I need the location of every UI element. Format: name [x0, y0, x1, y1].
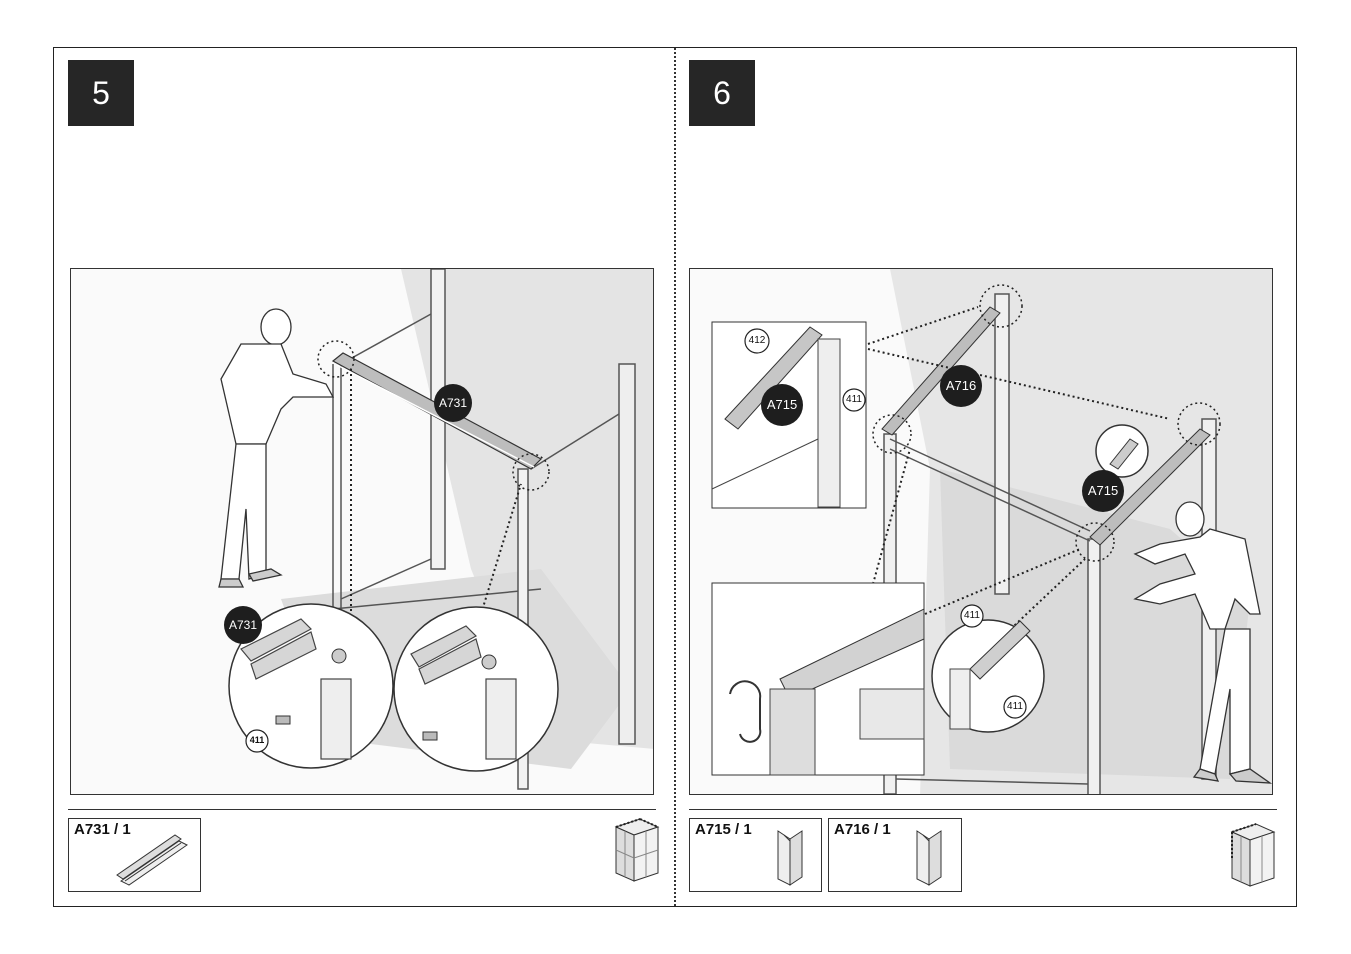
step-5-illustration: A731 A731 411	[70, 268, 654, 795]
part-a715-box: A715 / 1	[689, 818, 822, 892]
part-a731-label: A731 / 1	[74, 821, 131, 838]
package-icon	[612, 815, 660, 883]
callout-a731-main: A731	[438, 396, 468, 410]
callout-screw-412: 412	[748, 335, 766, 346]
callout-a716: A716	[945, 378, 977, 393]
callout-a715-main: A715	[1087, 483, 1119, 498]
package-icon	[1228, 820, 1276, 888]
callout-a731-detail: A731	[228, 618, 258, 632]
callout-screw-411-inset: 411	[846, 394, 862, 405]
profile-icon	[777, 830, 803, 886]
step-6-illustration: A715 A716 A715 412 411 411 411	[689, 268, 1273, 795]
callout-a715-inset: A715	[766, 397, 798, 412]
callout-screw-411-detail-bottom: 411	[1007, 701, 1023, 712]
callout-screw-411: 411	[249, 735, 265, 745]
rail-icon	[116, 834, 188, 886]
part-a731-box: A731 / 1	[68, 818, 201, 892]
step-divider	[674, 48, 676, 906]
part-a716-box: A716 / 1	[828, 818, 962, 892]
profile-icon	[916, 830, 942, 886]
step-5-number: 5	[68, 60, 134, 126]
step-5-parts-rule	[68, 809, 656, 810]
instruction-sheet	[53, 47, 1297, 907]
step-6-number: 6	[689, 60, 755, 126]
part-a715-label: A715 / 1	[695, 821, 752, 838]
callout-screw-411-detail-top: 411	[964, 610, 980, 621]
step-6-parts-rule	[689, 809, 1277, 810]
part-a716-label: A716 / 1	[834, 821, 891, 838]
